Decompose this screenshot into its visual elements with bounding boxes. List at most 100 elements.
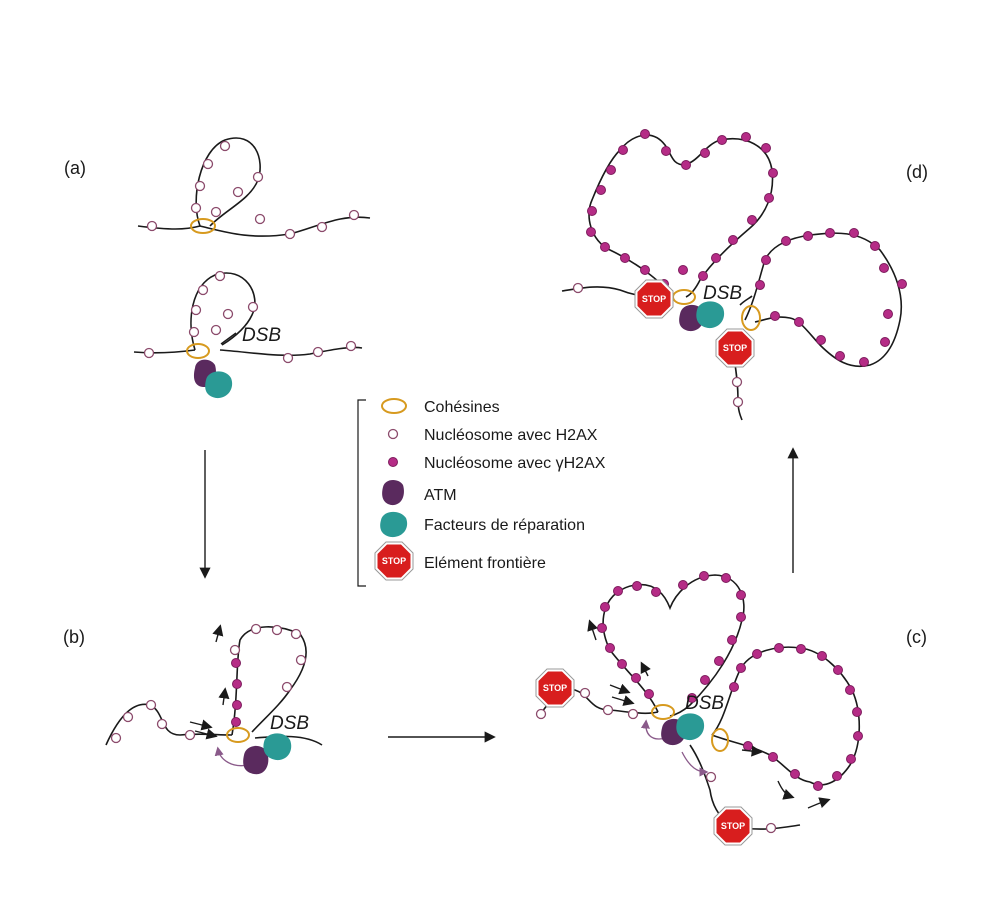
legend-nucleosome-gh2ax: Nucléosome avec γH2AX bbox=[424, 455, 606, 472]
nucleosome-h2ax bbox=[282, 352, 294, 364]
nucleosome-gh2ax bbox=[736, 612, 746, 622]
panel-c-gh2ax-spreading: STOP STOP DSB bbox=[535, 571, 863, 846]
nucleosome-gh2ax bbox=[700, 675, 710, 685]
stop-sign-text: STOP bbox=[721, 821, 745, 831]
stop-sign: STOP bbox=[634, 279, 674, 319]
panel-label-b: (b) bbox=[63, 627, 85, 647]
extrusion-arrow bbox=[212, 624, 224, 643]
legend-nucleosome-h2ax: Nucléosome avec H2AX bbox=[424, 427, 598, 444]
extrusion-arrow bbox=[807, 797, 831, 809]
repair-factor bbox=[205, 371, 233, 399]
nucleosome-gh2ax bbox=[813, 781, 823, 791]
extrusion-arrow bbox=[609, 683, 631, 695]
nucleosome-h2ax bbox=[190, 304, 202, 316]
cohesin-ring bbox=[741, 305, 761, 331]
nucleosome-h2ax bbox=[214, 270, 226, 282]
nucleosome-gh2ax bbox=[617, 659, 627, 669]
nucleosome-gh2ax bbox=[232, 679, 242, 689]
nucleosome-gh2ax bbox=[681, 160, 691, 170]
extrusion-arrow bbox=[218, 687, 230, 706]
nucleosome-gh2ax bbox=[714, 656, 724, 666]
nucleosome-gh2ax bbox=[859, 357, 869, 367]
extrusion-arrow bbox=[777, 780, 795, 800]
nucleosome-gh2ax bbox=[817, 651, 827, 661]
nucleosome-gh2ax bbox=[597, 623, 607, 633]
nucleosome-h2ax bbox=[535, 708, 547, 720]
nucleosome-h2ax bbox=[210, 324, 222, 336]
dsb-label: DSB bbox=[270, 713, 309, 734]
nucleosome-gh2ax bbox=[699, 571, 709, 581]
nucleosome-gh2ax bbox=[717, 135, 727, 145]
nucleosome-gh2ax bbox=[781, 236, 791, 246]
nucleosome-gh2ax bbox=[606, 165, 616, 175]
nucleosome-h2ax bbox=[271, 624, 283, 636]
repair-legend-icon bbox=[380, 511, 408, 538]
legend: Cohésines Nucléosome avec H2AX Nucléosom… bbox=[357, 398, 606, 587]
nucleosome-h2ax bbox=[348, 209, 360, 221]
nucleosome-h2ax bbox=[316, 221, 328, 233]
atm-protein bbox=[243, 745, 269, 775]
nucleosome-h2ax bbox=[110, 732, 122, 744]
cohesin-ring bbox=[651, 704, 675, 720]
nucleosome-gh2ax bbox=[752, 649, 762, 659]
nucleosome-gh2ax bbox=[833, 665, 843, 675]
nucleosome-gh2ax bbox=[743, 741, 753, 751]
nucleosome-gh2ax-legend-icon bbox=[388, 457, 398, 467]
nucleosome-gh2ax bbox=[835, 351, 845, 361]
extrusion-arrow bbox=[640, 661, 651, 677]
nucleosome-gh2ax bbox=[678, 580, 688, 590]
nucleosome-gh2ax bbox=[596, 185, 606, 195]
nucleosome-gh2ax bbox=[711, 253, 721, 263]
nucleosome-h2ax bbox=[194, 180, 206, 192]
nucleosome-gh2ax bbox=[231, 658, 241, 668]
cohesin-legend-icon bbox=[381, 398, 407, 414]
nucleosome-h2ax bbox=[232, 186, 244, 198]
nucleosome-gh2ax bbox=[727, 635, 737, 645]
nucleosome-gh2ax bbox=[741, 132, 751, 142]
nucleosome-gh2ax bbox=[880, 337, 890, 347]
nucleosome-h2ax bbox=[190, 202, 202, 214]
atm-legend-icon bbox=[382, 479, 404, 506]
cohesin-ring bbox=[226, 727, 250, 743]
nucleosome-gh2ax bbox=[790, 769, 800, 779]
legend-repair: Facteurs de réparation bbox=[424, 517, 585, 534]
nucleosome-gh2ax bbox=[816, 335, 826, 345]
nucleosome-h2ax bbox=[731, 376, 743, 388]
nucleosome-gh2ax bbox=[774, 643, 784, 653]
stop-sign: STOP bbox=[715, 328, 755, 368]
nucleosome-h2ax bbox=[572, 282, 584, 294]
panel-b-loop-extrusion: DSB bbox=[105, 623, 323, 775]
nucleosome-h2ax bbox=[627, 708, 639, 720]
extrusion-arrow bbox=[741, 745, 763, 757]
nucleosome-gh2ax bbox=[755, 280, 765, 290]
nucleosome-gh2ax bbox=[853, 731, 863, 741]
nucleosome-h2ax bbox=[252, 171, 264, 183]
stop-sign-text: STOP bbox=[642, 294, 666, 304]
nucleosome-gh2ax bbox=[879, 263, 889, 273]
nucleosome-gh2ax bbox=[825, 228, 835, 238]
nucleosome-h2ax bbox=[188, 326, 200, 338]
nucleosome-h2ax bbox=[202, 158, 214, 170]
panel-d-gh2ax-domain: STOP STOP DSB bbox=[561, 129, 907, 421]
nucleosome-gh2ax bbox=[803, 231, 813, 241]
nucleosome-gh2ax bbox=[687, 693, 697, 703]
nucleosome-gh2ax bbox=[640, 129, 650, 139]
nucleosome-gh2ax bbox=[761, 255, 771, 265]
panel-a-top-loop bbox=[137, 137, 371, 240]
nucleosome-h2ax bbox=[145, 699, 157, 711]
nucleosome-h2ax bbox=[219, 140, 231, 152]
nucleosome-h2ax bbox=[295, 654, 307, 666]
nucleosome-h2ax bbox=[765, 822, 777, 834]
nucleosome-gh2ax bbox=[870, 241, 880, 251]
panel-label-a: (a) bbox=[64, 158, 86, 178]
nucleosome-gh2ax bbox=[846, 754, 856, 764]
nucleosome-gh2ax bbox=[761, 143, 771, 153]
nucleosome-gh2ax bbox=[796, 644, 806, 654]
nucleosome-h2ax bbox=[602, 704, 614, 716]
stop-sign-text: STOP bbox=[382, 556, 406, 566]
nucleosome-gh2ax bbox=[644, 689, 654, 699]
extrusion-arrow bbox=[189, 719, 213, 731]
legend-atm: ATM bbox=[424, 487, 457, 504]
nucleosome-gh2ax bbox=[736, 663, 746, 673]
